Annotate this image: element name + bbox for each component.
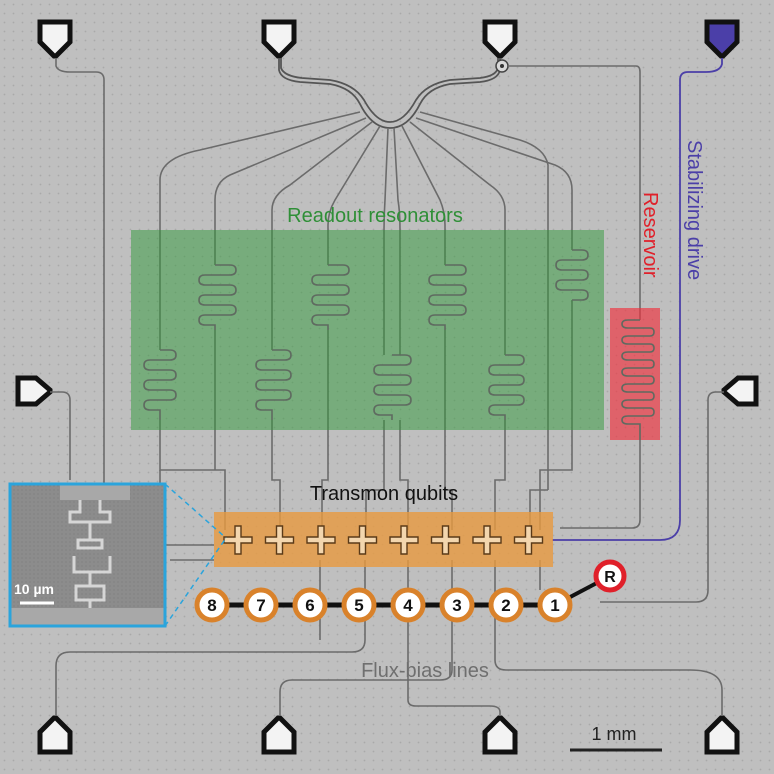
qubit-number: 4	[403, 596, 413, 615]
qubit-number: 2	[501, 596, 510, 615]
bond-pad	[37, 19, 73, 59]
reservoir-node: R	[593, 559, 627, 593]
transmon-cross	[223, 525, 253, 555]
readout-resonators-label: Readout resonators	[287, 205, 463, 227]
transmon-cross	[347, 525, 378, 555]
bond-pad	[261, 715, 297, 755]
qubit-chain: 8 7 6 5 4 3 2 1	[194, 587, 573, 623]
qubit-node: 7	[243, 587, 279, 623]
qubit-number: 6	[305, 596, 314, 615]
readout-resonator-region	[131, 230, 604, 430]
bond-pad	[261, 19, 297, 59]
qubit-number: 5	[354, 596, 363, 615]
bond-pad	[37, 715, 73, 755]
qubit-node: 8	[194, 587, 230, 623]
qubit-number: 3	[452, 596, 461, 615]
transmon-cross	[264, 525, 295, 555]
qubit-node: 3	[439, 587, 475, 623]
reservoir-meander	[621, 319, 655, 440]
qubit-node: 4	[390, 587, 426, 623]
reservoir-region	[610, 308, 660, 440]
bond-pad	[482, 715, 518, 755]
transmon-cross	[472, 525, 502, 555]
transmon-crosses	[223, 525, 544, 555]
qubit-number: 7	[256, 596, 265, 615]
qubit-node: 6	[292, 587, 328, 623]
bond-pads	[15, 19, 759, 755]
transmon-qubits-label: Transmon qubits	[310, 483, 458, 505]
stabilizing-drive-line	[552, 58, 723, 541]
qubit-number: 8	[207, 596, 216, 615]
scale-bar-label: 1 mm	[592, 724, 637, 744]
feedline-wiring	[50, 58, 724, 716]
stabilizing-drive-label: Stabilizing drive	[683, 140, 705, 280]
sem-inset: 10 µm	[8, 482, 227, 628]
reservoir-label: Reservoir	[639, 192, 661, 278]
transmon-cross	[389, 525, 419, 555]
inset-scale-label: 10 µm	[14, 581, 54, 597]
bond-pad	[704, 715, 740, 755]
readout-resonators	[143, 249, 589, 420]
transmon-cross	[430, 525, 461, 555]
qubit-node: 5	[341, 587, 377, 623]
qubit-node: 1	[537, 587, 573, 623]
transmon-cross	[513, 525, 544, 555]
qubit-node: 2	[488, 587, 524, 623]
qubit-number: 1	[550, 596, 559, 615]
transmon-cross	[306, 525, 336, 555]
flux-bias-lines-label: Flux-bias lines	[361, 660, 489, 682]
reservoir-node-label: R	[604, 569, 616, 586]
bond-pad	[482, 19, 518, 59]
bond-pad-drive	[704, 19, 740, 59]
